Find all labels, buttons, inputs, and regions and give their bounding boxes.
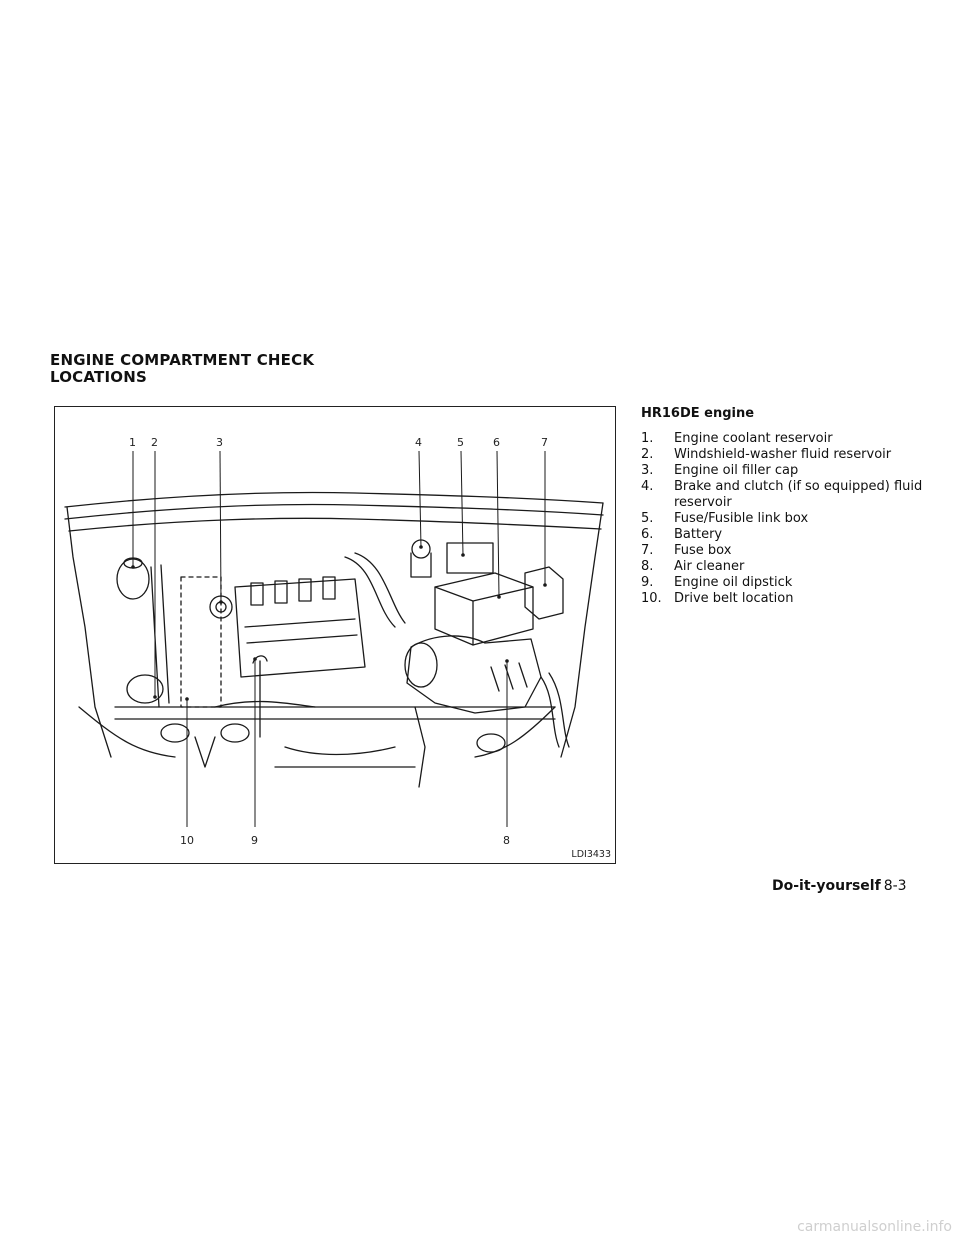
list-item-number: 5. [641, 511, 654, 526]
list-item-text: Engine oil filler cap [674, 463, 799, 478]
list-item-number: 3. [641, 463, 654, 478]
list-item-text: Brake and clutch (if so equipped) fluid … [674, 479, 923, 510]
engine-line-drawing: 1 2 3 4 5 6 7 8 9 10 [64, 436, 604, 847]
footer-page-number: 8-3 [883, 878, 907, 894]
list-item: 9. Engine oil dipstick [641, 575, 941, 591]
list-item: 6. Battery [641, 527, 941, 543]
callout-9: 9 [251, 834, 258, 847]
list-item: 3. Engine oil filler cap [641, 463, 941, 479]
list-item-text: Engine oil dipstick [674, 575, 793, 590]
callout-10: 10 [180, 834, 194, 847]
list-item-text: Battery [674, 527, 723, 542]
list-item: 8. Air cleaner [641, 559, 941, 575]
list-item: 4. Brake and clutch (if so equipped) flui… [641, 479, 941, 511]
list-item-number: 9. [641, 575, 654, 590]
list-item-text: Air cleaner [674, 559, 745, 574]
callout-5: 5 [457, 436, 464, 449]
callout-3: 3 [216, 436, 223, 449]
legend-block: HR16DE engine 1. Engine coolant reservoir… [641, 406, 941, 607]
list-item-text: Windshield-washer fluid reservoir [674, 447, 892, 462]
callout-7: 7 [541, 436, 548, 449]
section-title-line-1: ENGINE COMPARTMENT CHECK [50, 351, 315, 369]
watermark: carmanualsonline.info [797, 1219, 952, 1235]
list-item-number: 6. [641, 527, 654, 542]
footer-chapter: Do-it-yourself [772, 878, 881, 894]
section-title: ENGINE COMPARTMENT CHECK LOCATIONS [50, 352, 314, 386]
list-item-number: 4. [641, 479, 654, 494]
list-item-number: 10. [641, 591, 662, 606]
figure-code: LDI3433 [571, 849, 611, 860]
list-item: 2. Windshield-washer fluid reservoir [641, 447, 941, 463]
list-item-number: 1. [641, 431, 654, 446]
engine-heading: HR16DE engine [641, 406, 755, 421]
list-item-text: Fuse box [674, 543, 732, 558]
list-item: 5. Fuse/Fusible link box [641, 511, 941, 527]
list-item-number: 2. [641, 447, 654, 462]
list-item: 1. Engine coolant reservoir [641, 431, 941, 447]
list-item-number: 7. [641, 543, 654, 558]
callout-8: 8 [503, 834, 510, 847]
list-item-text: Drive belt location [674, 591, 794, 606]
list-item-text: Fuse/Fusible link box [674, 511, 809, 526]
section-title-line-2: LOCATIONS [50, 368, 147, 386]
list-item-number: 8. [641, 559, 654, 574]
callout-1: 1 [129, 436, 136, 449]
legend-list: 1. Engine coolant reservoir 2. Windshield-… [641, 431, 941, 607]
callout-2: 2 [151, 436, 158, 449]
list-item: 7. Fuse box [641, 543, 941, 559]
callout-6: 6 [493, 436, 500, 449]
callout-4: 4 [415, 436, 422, 449]
engine-compartment-illustration: 1 2 3 4 5 6 7 8 9 10 LDI3433 [54, 406, 616, 864]
list-item: 10. Drive belt location [641, 591, 941, 607]
list-item-text: Engine coolant reservoir [674, 431, 833, 446]
